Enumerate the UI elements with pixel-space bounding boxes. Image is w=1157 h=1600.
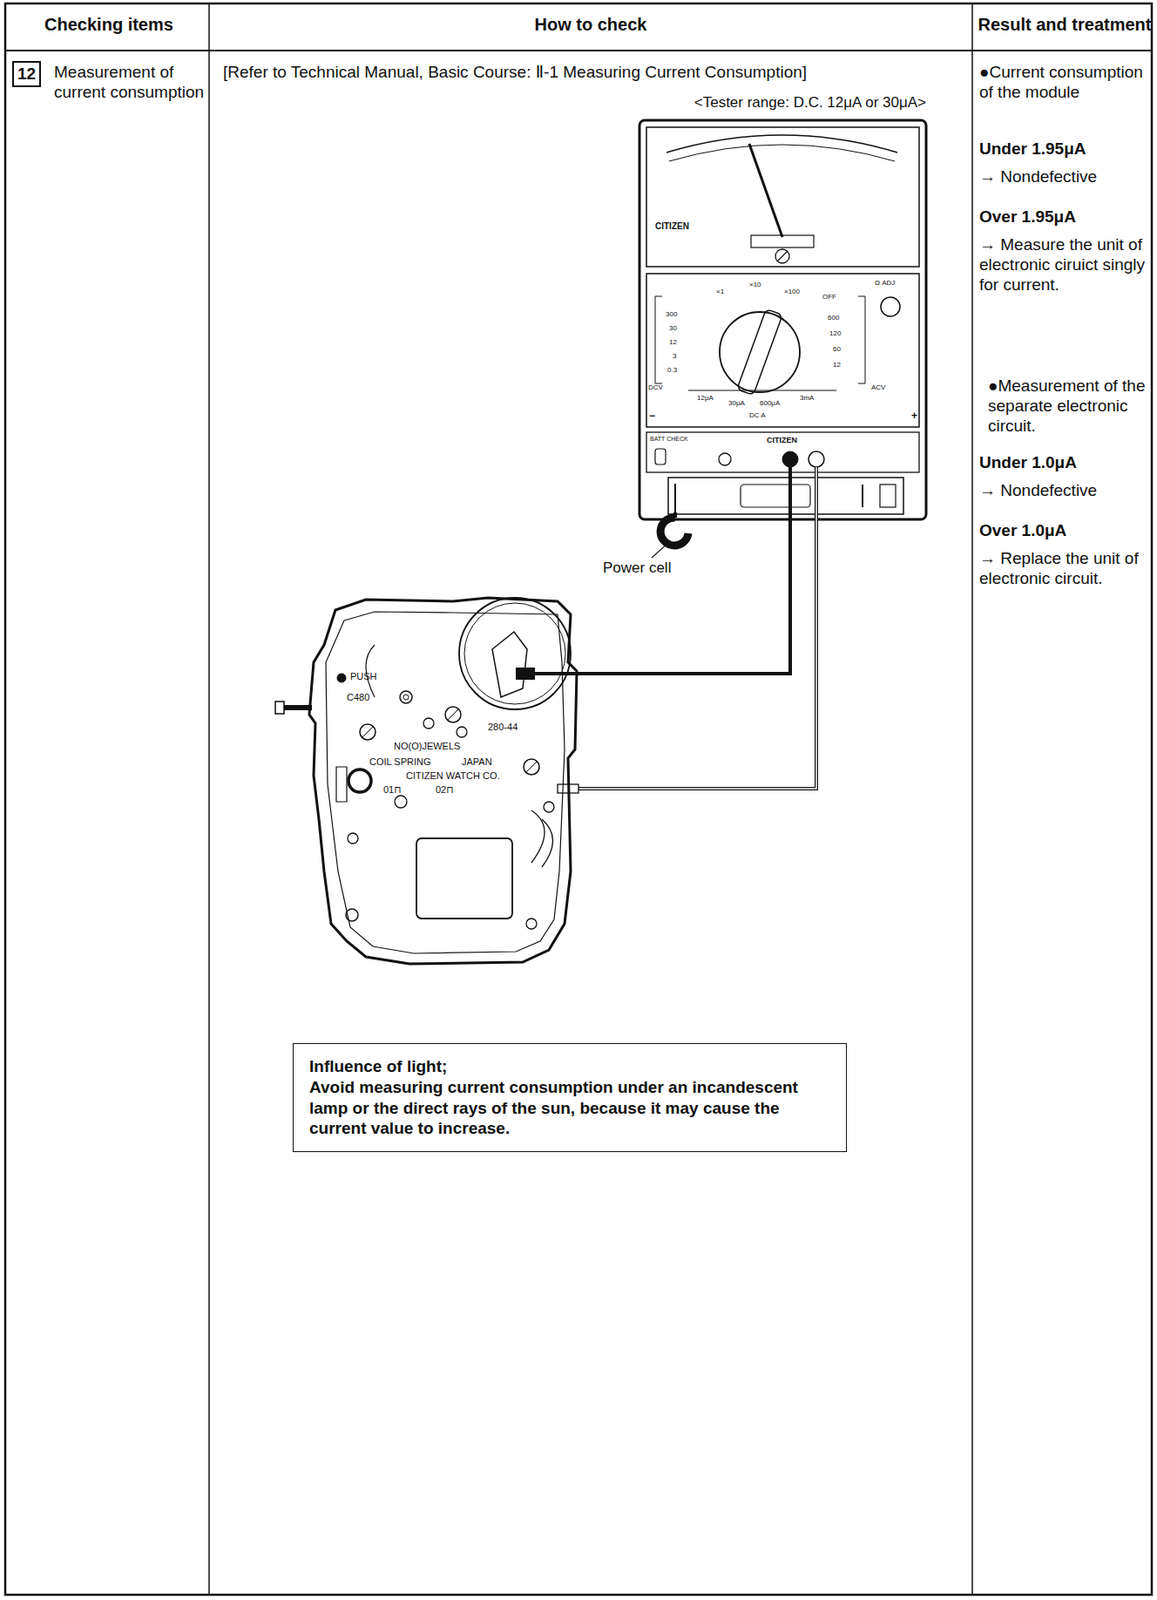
test-lead	[575, 466, 817, 789]
scale-label: 60	[832, 345, 841, 354]
part-marking: C480	[346, 691, 370, 704]
result-condition: Over 1.95μA	[979, 207, 1076, 228]
scale-label: 3mA	[799, 393, 814, 403]
part-marking: 02⊓	[435, 784, 454, 796]
scale-label: 30μA	[728, 399, 745, 408]
result-condition: Under 1.95μA	[979, 139, 1087, 160]
result-treatment: → Nondefective	[979, 480, 1097, 501]
scale-label: 300	[665, 310, 677, 319]
movement	[275, 597, 577, 964]
scale-label: ×1	[716, 287, 724, 297]
part-marking: 01⊓	[383, 784, 402, 796]
part-marking: 280-44	[487, 721, 518, 733]
scale-label: 30	[669, 324, 677, 333]
polarity-mark: +	[911, 409, 918, 422]
note-heading: 12	[17, 63, 36, 85]
scale-label: Ω ADJ	[874, 278, 895, 288]
reference-note: [Refer to Technical Manual, Basic Course…	[223, 62, 921, 83]
result-note: ●Measurement of the separate electronic …	[987, 376, 1151, 436]
result-treatment: → Replace the unit of electronic circuit…	[979, 548, 1151, 589]
checking-item: Measurement of current consumption	[54, 62, 207, 103]
scale-label: 3	[672, 351, 677, 361]
column-heading: Result and treatment	[975, 13, 1154, 35]
column-heading: How to check	[217, 13, 964, 35]
scale-label: DC A	[749, 411, 766, 420]
scale-label: 12	[832, 360, 841, 370]
test-lead	[575, 466, 817, 789]
scale-label: 12	[669, 338, 677, 347]
scale-label: ×100	[784, 287, 800, 297]
part-marking: JAPAN	[461, 756, 493, 768]
tester	[639, 120, 927, 520]
scale-label: ACV	[871, 383, 886, 393]
part-marking: CITIZEN WATCH CO.	[405, 770, 501, 782]
note-box: Influence of light;Avoid measuring curre…	[292, 1042, 847, 1152]
scale-label: 120	[829, 329, 841, 339]
note-body: Avoid measuring current consumption unde…	[309, 1076, 831, 1139]
result-treatment: → Nondefective	[979, 167, 1097, 188]
column-heading: Checking items	[17, 13, 201, 35]
callout-box: 12	[12, 60, 41, 88]
switch-label: BATT CHECK	[649, 435, 689, 443]
part-marking: NO(O)JEWELS	[393, 740, 461, 752]
table-rule	[208, 3, 210, 1595]
tester-range: <Tester range: D.C. 12μA or 30μA>	[694, 94, 927, 112]
note-heading: Influence of light;	[309, 1055, 831, 1077]
polarity-mark: −	[649, 409, 656, 422]
result-treatment: → Measure the unit of electronic ciruict…	[979, 235, 1151, 295]
scale-label: DCV	[648, 383, 664, 393]
scale-label: 0.3	[667, 365, 677, 375]
scale-label: ×10	[749, 280, 762, 290]
table-rule	[5, 49, 1152, 52]
power-cell-clip	[651, 512, 689, 558]
part-marking: PUSH	[350, 670, 378, 683]
test-lead	[522, 466, 791, 674]
scale-label: OFF	[822, 292, 837, 302]
part-name: Power cell	[602, 559, 671, 577]
scale-label: 600	[827, 313, 839, 323]
brand-mark: CITIZEN	[655, 221, 690, 232]
scale-label: 600μA	[759, 399, 780, 408]
result-condition: Over 1.0μA	[979, 520, 1067, 542]
brand-mark: CITIZEN	[766, 435, 798, 446]
result-note: ●Current consumption of the module	[979, 62, 1151, 103]
table-rule	[971, 3, 974, 1595]
result-condition: Under 1.0μA	[979, 453, 1077, 474]
table-border	[5, 3, 1152, 1595]
scale-label: 12μA	[696, 393, 714, 403]
part-marking: COIL SPRING	[369, 756, 432, 768]
